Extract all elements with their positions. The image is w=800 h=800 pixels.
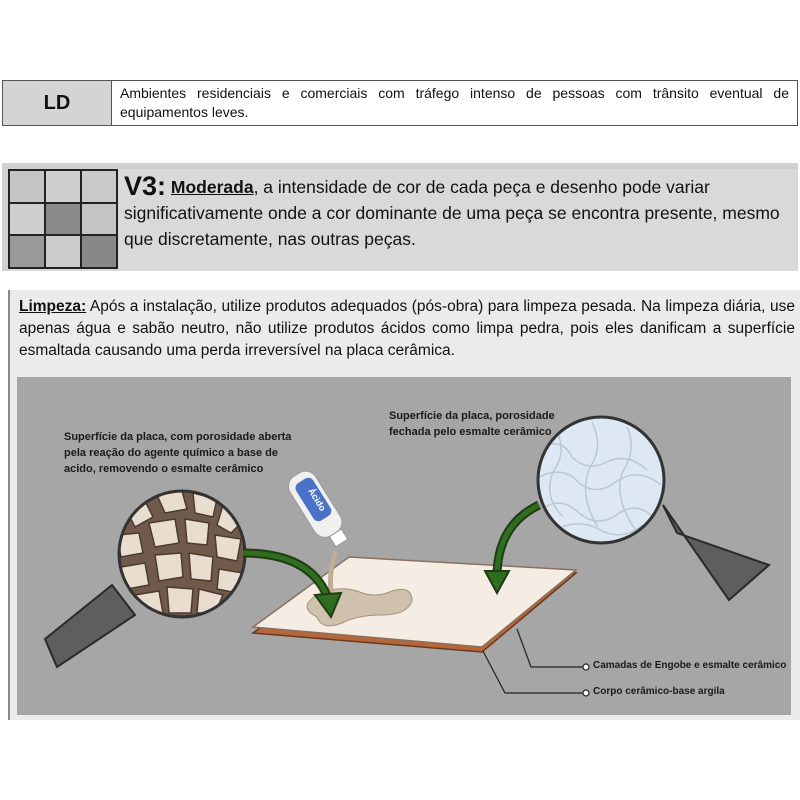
v3-block: V3: Moderada, a intensidade de cor de ca… [2,163,798,271]
v3-code: V3: [124,171,167,201]
shade-variation-grid-icon [8,169,118,269]
acid-bottle-icon: Ácido [287,470,349,548]
label-body-layer: Corpo cerâmico-base argila [593,686,725,697]
ld-code: LD [3,81,112,125]
magnifier-handle-left [43,583,137,669]
ld-row: LD Ambientes residenciais e comerciais c… [2,80,798,126]
leader-engobe [516,628,583,668]
acid-stream [328,550,338,594]
v3-text: V3: Moderada, a intensidade de cor de ca… [118,169,798,271]
cleaning-title: Limpeza: [19,298,87,315]
label-engobe-layer: Camadas de Engobe e esmalte cerâmico [593,660,787,671]
leader-body [482,650,583,694]
label-closed-porosity: Superfície da placa, porosidade fechada … [389,410,555,438]
glazed-surface-lens-icon [536,415,666,545]
label-open-porosity: Superfície da placa, com porosidade aber… [64,431,292,475]
cleaning-description: Após a instalação, utilize produtos adeq… [19,298,795,359]
illustration-graphic: Ácido [43,415,771,697]
cleaning-text: Limpeza: Após a instalação, utilize prod… [19,296,795,362]
acid-damage-illustration: Ácido Superfície da placa, com porosidad… [17,377,791,715]
v3-description: , a intensidade de cor de cada peça e de… [124,177,780,249]
ld-description: Ambientes residenciais e comerciais com … [120,85,789,120]
magnifier-handle-right [662,504,771,602]
v3-level: Moderada [170,177,254,197]
porous-surface-lens-icon [117,489,247,619]
